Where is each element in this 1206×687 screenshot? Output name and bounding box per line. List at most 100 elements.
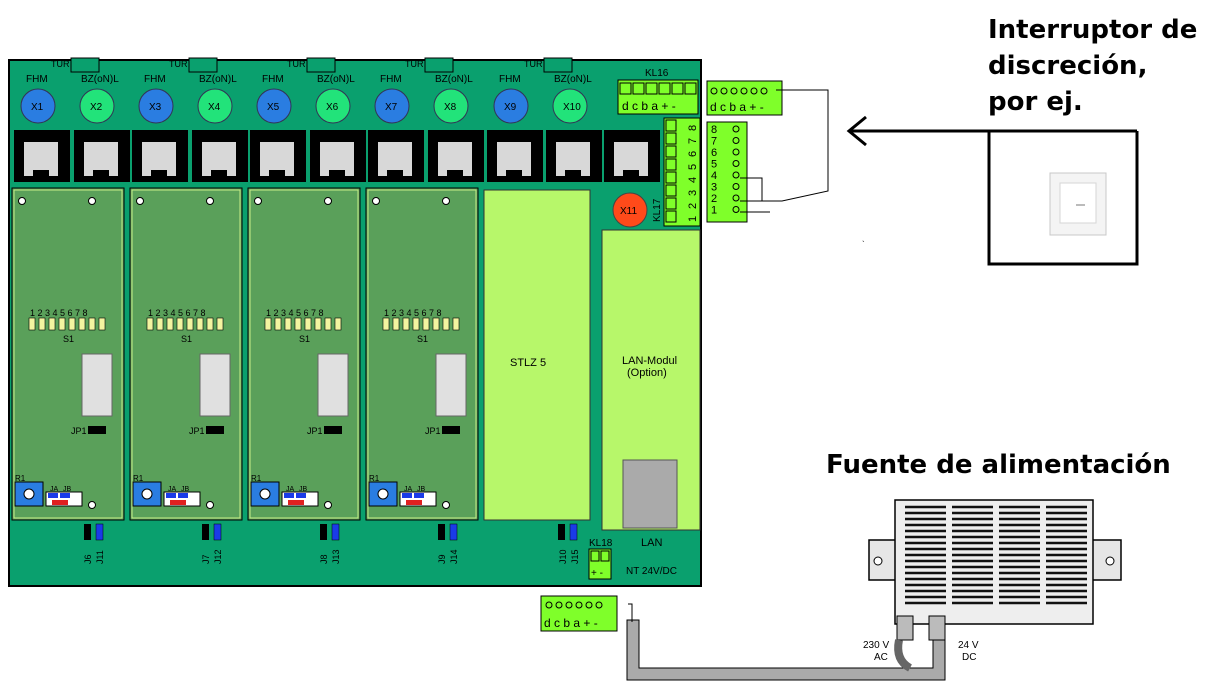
connector-pin bbox=[720, 87, 728, 95]
fhm-port-label: X1 bbox=[31, 102, 44, 113]
lan-module-label: LAN-Modul bbox=[622, 355, 677, 367]
rj-jack bbox=[250, 130, 306, 182]
kl17-pin: 5 bbox=[687, 164, 699, 170]
rj-jack bbox=[310, 130, 366, 182]
dip-switch bbox=[314, 317, 322, 331]
dip-numbers: 1 2 3 4 5 6 7 8 bbox=[30, 308, 88, 318]
rj-jack bbox=[604, 130, 660, 182]
kl17-pin: 4 bbox=[687, 177, 699, 183]
kl17-cell bbox=[665, 184, 677, 197]
j-jumper-left bbox=[202, 524, 209, 540]
dip-switch bbox=[294, 317, 302, 331]
switch-caption-line2: discreción, bbox=[988, 51, 1147, 81]
rj-jack bbox=[74, 130, 130, 182]
kl17-cell bbox=[665, 145, 677, 158]
j15-jumper bbox=[569, 523, 578, 541]
bz-port bbox=[315, 88, 351, 124]
j-jumper-left bbox=[438, 524, 445, 540]
dip-switch bbox=[274, 317, 282, 331]
kl17-cell bbox=[665, 197, 677, 210]
ja-label: JA bbox=[168, 486, 177, 493]
dip-switch bbox=[452, 317, 460, 331]
power-cable bbox=[626, 619, 946, 681]
side-pin bbox=[732, 206, 740, 213]
jb-label: JB bbox=[299, 486, 308, 493]
fhm-label: FHM bbox=[26, 74, 48, 85]
chip bbox=[81, 353, 113, 417]
bz-port-label: X6 bbox=[326, 102, 339, 113]
lan-socket bbox=[622, 459, 678, 529]
nt-label: NT 24V/DC bbox=[626, 566, 677, 577]
side-pin-label: 1 bbox=[711, 205, 717, 217]
dip-switch bbox=[48, 317, 56, 331]
external-connector-bottom-pins: d c b a + - bbox=[544, 616, 598, 630]
kl17-cell bbox=[665, 158, 677, 171]
fhm-port-label: X3 bbox=[149, 102, 162, 113]
jb-label: JB bbox=[417, 486, 426, 493]
stlz-slot bbox=[483, 189, 591, 521]
jp1-label: JP1 bbox=[307, 426, 323, 436]
x11-label: X11 bbox=[620, 206, 637, 217]
fhm-label: FHM bbox=[262, 74, 284, 85]
side-pin-label: 8 bbox=[711, 124, 717, 136]
arrow-head-icon bbox=[846, 115, 867, 147]
fhm-port bbox=[493, 88, 529, 124]
switch-frame bbox=[987, 131, 1139, 266]
jb-label: JB bbox=[63, 486, 72, 493]
jp1-label: JP1 bbox=[189, 426, 205, 436]
j-jumper-left bbox=[84, 524, 91, 540]
kl16-label: KL16 bbox=[645, 68, 669, 79]
ja-label: JA bbox=[404, 486, 413, 493]
side-pin bbox=[732, 194, 740, 202]
kl17-label: KL17 bbox=[652, 198, 663, 222]
j-left-label: J8 bbox=[319, 554, 329, 564]
dip-label: S1 bbox=[299, 334, 310, 344]
j-jumper-left bbox=[320, 524, 327, 540]
dip-switch bbox=[98, 317, 106, 331]
dip-switch bbox=[146, 317, 154, 331]
connector-pin bbox=[545, 601, 553, 609]
kl17-pin: 2 bbox=[687, 203, 699, 209]
connector-pin bbox=[740, 87, 748, 95]
door-label: TÜR bbox=[287, 59, 306, 69]
side-pin-label: 5 bbox=[711, 159, 717, 171]
kl18-pins: + - bbox=[591, 568, 603, 579]
external-connector-side bbox=[706, 121, 748, 223]
side-pin-label: 4 bbox=[711, 170, 717, 182]
fhm-port-label: X5 bbox=[267, 102, 280, 113]
j-left-label: J7 bbox=[201, 554, 211, 564]
kl16-pins: d c b a + - bbox=[622, 99, 676, 113]
r1-label: R1 bbox=[369, 474, 380, 483]
external-connector-top-pins: d c b a + - bbox=[710, 100, 764, 114]
fhm-port bbox=[374, 88, 410, 124]
dip-switch bbox=[58, 317, 66, 331]
j-left-label: J9 bbox=[437, 554, 447, 564]
door-label: TÜR bbox=[524, 59, 543, 69]
switch-caption-line3: por ej. bbox=[988, 87, 1083, 117]
dip-switch bbox=[88, 317, 96, 331]
j15-label: J15 bbox=[570, 549, 580, 564]
rj-jack bbox=[546, 130, 602, 182]
kl17-pin: 1 bbox=[687, 216, 699, 222]
j10-label: J10 bbox=[558, 549, 568, 564]
connector-pin bbox=[565, 601, 573, 609]
j-jumper-right bbox=[95, 523, 104, 541]
psu-ac-voltage: 230 V bbox=[863, 640, 889, 651]
chip bbox=[317, 353, 349, 417]
dip-switch bbox=[264, 317, 272, 331]
side-pin bbox=[732, 148, 740, 156]
rj-jack bbox=[487, 130, 543, 182]
dip-switch bbox=[442, 317, 450, 331]
door-box bbox=[306, 57, 336, 73]
door-box bbox=[70, 57, 100, 73]
rj-jack bbox=[192, 130, 248, 182]
bz-port-label: X4 bbox=[208, 102, 221, 113]
fhm-label: FHM bbox=[499, 74, 521, 85]
fhm-port bbox=[20, 88, 56, 124]
dip-switch bbox=[156, 317, 164, 331]
